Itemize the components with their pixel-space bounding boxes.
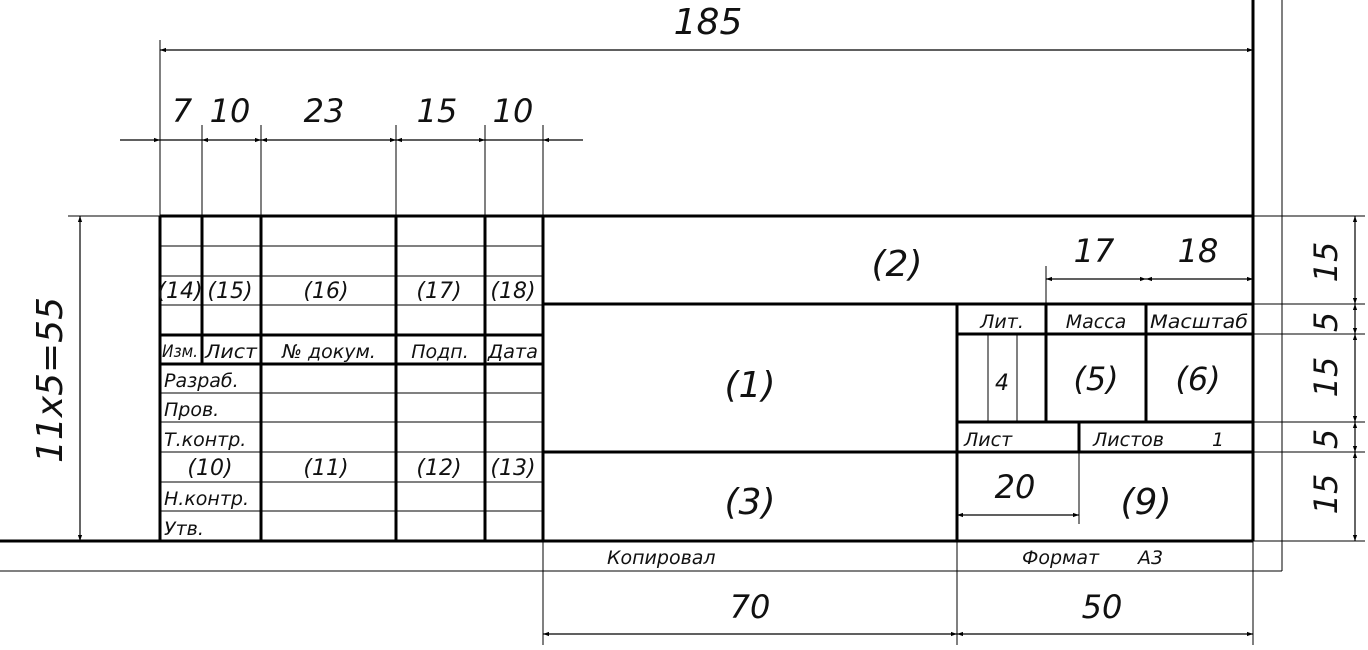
dim-label-18: 18 (1178, 232, 1219, 270)
field-3: (3) (725, 482, 776, 523)
field-14: (14) (157, 279, 202, 304)
dim-label-55: 11x5=55 (30, 297, 71, 463)
dim-label-row-list: 5 (1307, 429, 1345, 449)
row-utv: Утв. (164, 518, 204, 540)
lit-value: 4 (995, 371, 1009, 396)
field-12: (12) (416, 456, 461, 481)
dim-label-50: 50 (1082, 588, 1123, 626)
footer-format-value: А3 (1136, 547, 1163, 569)
dim-label-17: 17 (1074, 232, 1115, 270)
row-tkontr: Т.контр. (164, 429, 246, 451)
field-17: (17) (416, 279, 461, 304)
dim-label-10-list: 10 (210, 92, 251, 130)
dimension-arrows (77, 47, 1358, 637)
field-1: (1) (725, 365, 776, 406)
field-11: (11) (303, 456, 348, 481)
field-18: (18) (490, 279, 535, 304)
field-6: (6) (1175, 360, 1220, 398)
footer-labels: Копировал Формат А3 (607, 547, 1163, 569)
dim-label-23: 23 (304, 92, 345, 130)
dimension-labels: 185 7 10 23 15 10 11x5=55 17 18 15 5 15 … (30, 2, 1345, 626)
listov-value: 1 (1212, 429, 1224, 451)
header-massa: Масса (1066, 311, 1127, 333)
header-labels: Изм. Лист № докум. Подп. Дата Разраб. Пр… (162, 311, 1248, 540)
title-block-thick-lines (158, 214, 1253, 541)
field-5: (5) (1073, 360, 1118, 398)
dim-label-row-top: 15 (1307, 242, 1345, 283)
footer-kopiroval: Копировал (607, 547, 716, 569)
field-2: (2) (872, 244, 923, 285)
dim-label-20: 20 (995, 468, 1036, 506)
dim-label-10-data: 10 (493, 92, 534, 130)
header-podp: Подп. (411, 341, 469, 363)
title-block-thin-lines (160, 245, 1254, 645)
field-9: (9) (1121, 482, 1172, 523)
row-nkontr: Н.контр. (164, 488, 249, 510)
dim-label-15: 15 (417, 92, 458, 130)
field-13: (13) (490, 456, 535, 481)
field-numbers: (1) (2) (3) (5) (6) (9) (10) (11) (12) (… (157, 244, 1220, 523)
header-list: Лист (204, 341, 258, 363)
extension-lines (68, 40, 1365, 542)
header-masshtab: Масштаб (1150, 311, 1248, 333)
header-data: Дата (487, 341, 538, 363)
row-prov: Пров. (164, 399, 219, 421)
header-lit: Лит. (979, 311, 1024, 333)
header-list-cell: Лист (963, 429, 1013, 451)
row-razrab: Разраб. (164, 370, 239, 392)
dim-label-row-bottom: 15 (1307, 474, 1345, 515)
header-docum: № докум. (281, 341, 376, 363)
field-15: (15) (207, 279, 252, 304)
dim-label-70: 70 (730, 588, 771, 626)
field-10: (10) (187, 456, 232, 481)
header-listov: Листов (1092, 429, 1164, 451)
footer-format: Формат (1022, 547, 1100, 569)
field-16: (16) (303, 279, 348, 304)
dim-label-7: 7 (172, 92, 193, 130)
dim-label-185: 185 (674, 2, 743, 43)
dim-label-row-mid: 15 (1307, 357, 1345, 398)
header-izm: Изм. (162, 342, 198, 362)
dim-label-row-lit: 5 (1307, 312, 1345, 332)
